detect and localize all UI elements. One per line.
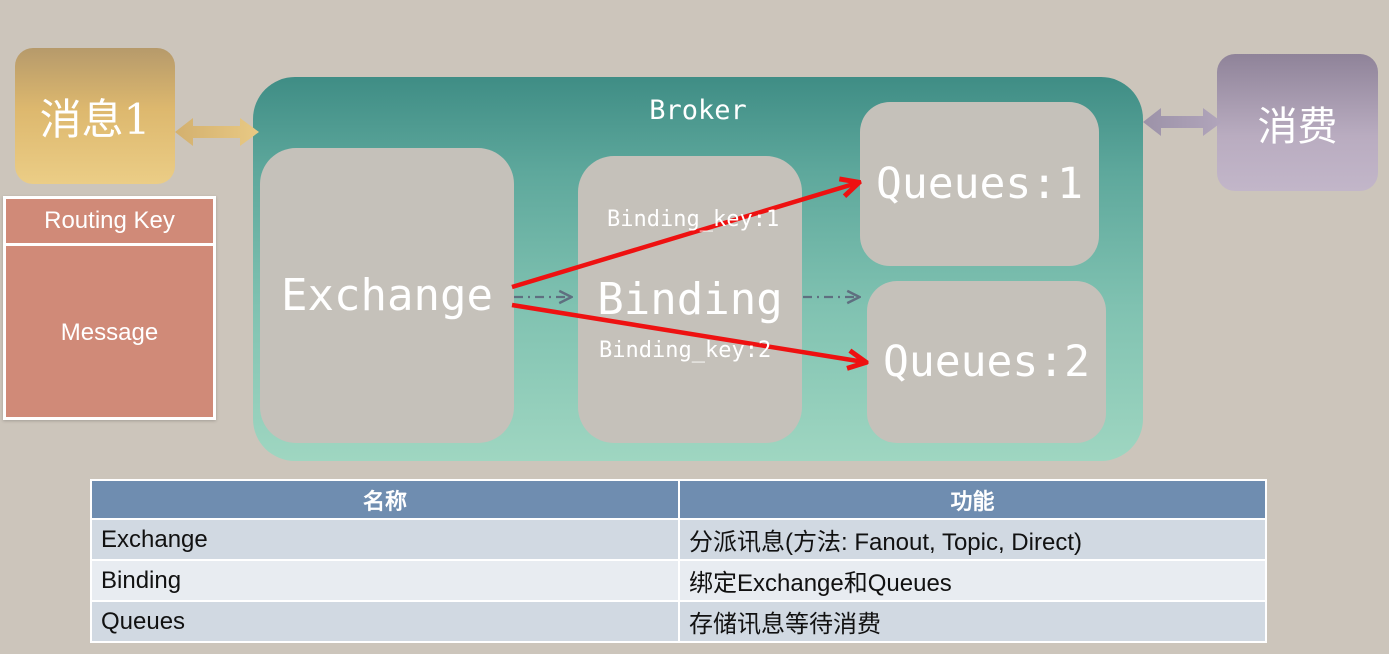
consumer-label: 消费: [1257, 103, 1338, 150]
header-name: 名称: [90, 479, 680, 520]
queue-2-label: Queues:2: [882, 337, 1091, 387]
red-arrow-to-queue-2: [511, 302, 864, 362]
message-box: 消息1: [15, 48, 175, 184]
message-packet: Routing Key Message: [3, 196, 216, 420]
queue-2-box: Queues:2: [867, 281, 1106, 443]
table-cell-name: Binding: [90, 559, 680, 602]
message-cell: Message: [6, 249, 213, 417]
routing-key-label: Routing Key: [44, 207, 175, 234]
table-cell-function: 绑定Exchange和Queues: [678, 559, 1267, 602]
consumer-box: 消费: [1217, 54, 1378, 191]
consumer-double-arrow: [1143, 108, 1222, 136]
exchange-box: Exchange: [260, 148, 514, 443]
queue-1-box: Queues:1: [860, 102, 1099, 266]
table-row: Binding 绑定Exchange和Queues: [90, 559, 1267, 602]
binding-key-1-label: Binding_key:1: [607, 207, 780, 232]
routing-key-cell: Routing Key: [6, 199, 213, 246]
components-table: 名称 功能 Exchange 分派讯息(方法: Fanout, Topic, D…: [90, 479, 1267, 643]
table-row: Exchange 分派讯息(方法: Fanout, Topic, Direct): [90, 518, 1267, 561]
binding-key-2-label: Binding_key:2: [599, 338, 772, 363]
queue-1-label: Queues:1: [875, 159, 1084, 209]
table-cell-function: 存储讯息等待消费: [678, 600, 1267, 643]
table-cell-function: 分派讯息(方法: Fanout, Topic, Direct): [678, 518, 1267, 561]
message-label: 消息1: [39, 94, 151, 144]
table-row: Queues 存储讯息等待消费: [90, 600, 1267, 643]
table-header-row: 名称 功能: [90, 479, 1267, 520]
table-cell-name: Queues: [90, 600, 680, 643]
binding-label: Binding: [597, 274, 783, 325]
binding-box: Binding: [578, 156, 802, 443]
exchange-label: Exchange: [281, 270, 493, 321]
broker-title: Broker: [649, 95, 747, 126]
header-function: 功能: [678, 479, 1267, 520]
red-arrow-to-queue-1: [511, 183, 857, 290]
producer-double-arrow: [175, 118, 259, 146]
table-cell-name: Exchange: [90, 518, 680, 561]
message-body-label: Message: [60, 319, 159, 346]
